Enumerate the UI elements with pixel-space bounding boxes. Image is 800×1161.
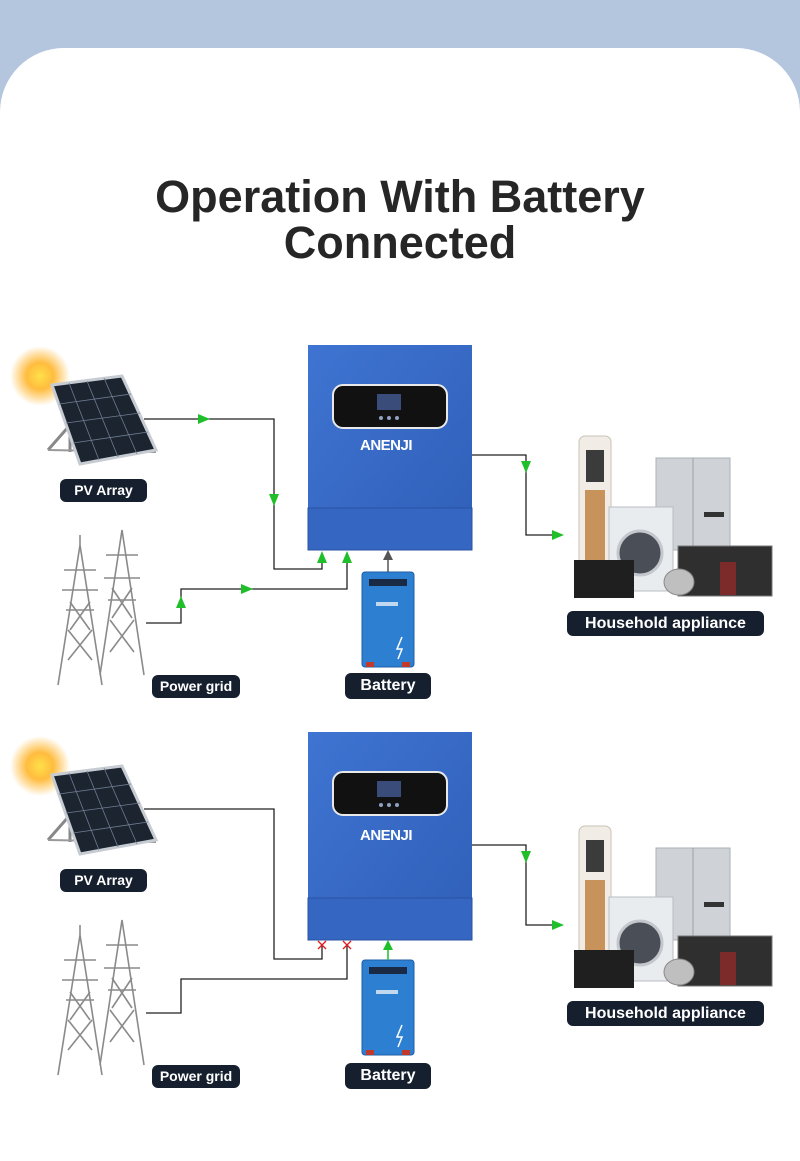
scenario-grid-disconnected: ANENJI PV Array Power grid Battery House… [0,730,800,1100]
inverter-icon [307,345,473,551]
disconnect-grid-icon [342,940,352,950]
disconnect-pv-icon [317,940,327,950]
arrow-grid-up-icon [176,596,186,608]
label-pv-array: PV Array [60,869,147,892]
arrow-grid-right-icon [241,584,253,594]
power-tower-icon [57,919,145,1076]
title-line-2: Connected [283,217,517,268]
inverter-icon [307,732,473,941]
label-household-appliance: Household appliance [567,1001,764,1026]
scenario-1-diagram [10,345,773,686]
title-line-1: Operation With Battery [155,171,645,222]
battery-icon [361,959,415,1056]
disconnect-marks [317,940,352,950]
wiring [144,808,562,1014]
scenario-2-diagram [10,732,773,1076]
label-power-grid: Power grid [152,1065,240,1088]
scenario-grid-connected: ANENJI PV Array Power grid Battery House… [0,340,800,710]
label-battery: Battery [345,673,431,699]
label-battery: Battery [345,1063,431,1089]
battery-icon [361,571,415,668]
arrow-grid-up2-icon [342,551,352,563]
arrow-pv-down-icon [269,494,279,506]
page-title: Operation With Battery Connected [0,174,800,266]
arrow-pv-up-icon [317,551,327,563]
solar-panel-icon [46,764,159,856]
arrow-pv-right-icon [198,414,210,424]
household-appliance-icon [574,435,773,598]
solar-panel-icon [46,374,159,466]
brand-logo: ANENJI [360,437,413,454]
label-household-appliance: Household appliance [567,611,764,636]
arrow-load-down-icon [521,851,531,863]
label-pv-array: PV Array [60,479,147,502]
power-tower-icon [57,529,145,686]
label-power-grid: Power grid [152,675,240,698]
household-appliance-icon [574,825,773,988]
arrow-load-right-icon [552,530,564,540]
flow-arrows [383,851,564,960]
wiring [144,418,562,624]
arrow-battery-icon [383,550,393,572]
brand-logo: ANENJI [360,827,413,844]
arrow-load-right-icon [552,920,564,930]
arrow-battery-up-icon [383,940,393,950]
arrow-load-down-icon [521,461,531,473]
flow-arrows [176,414,564,608]
